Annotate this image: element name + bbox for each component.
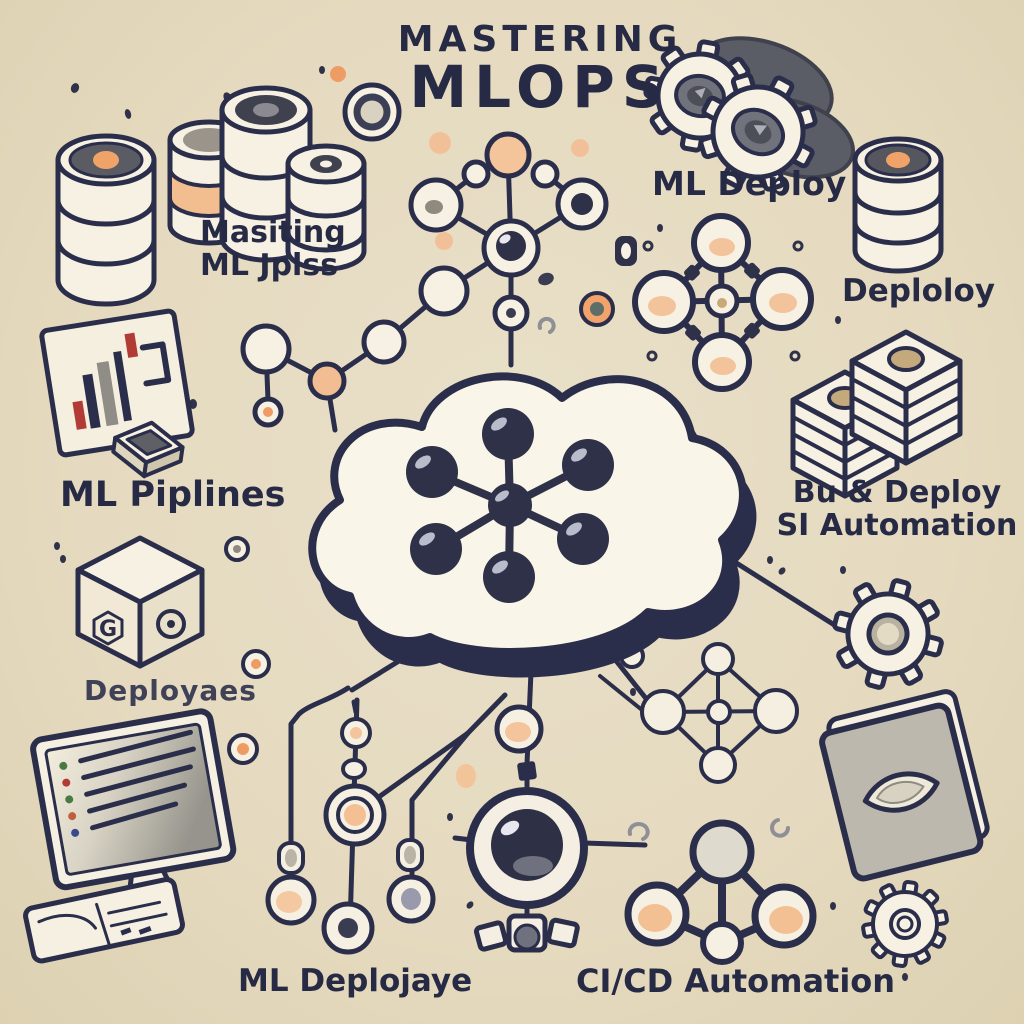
eye-bot-icon bbox=[466, 761, 588, 953]
label-masiting: Masiting ML Jplss bbox=[200, 215, 346, 283]
label-ml-piplines: ML Piplines bbox=[60, 475, 286, 515]
server-stacks-icon bbox=[790, 329, 963, 499]
label-ml-deploy: ML Deploy bbox=[652, 164, 847, 203]
bar-chart-board-icon bbox=[39, 308, 195, 479]
target-icon bbox=[330, 66, 402, 142]
page-title: MASTERING MLOPS bbox=[340, 20, 740, 119]
cloud-network-icon bbox=[308, 372, 757, 678]
interlocked-gears-icon bbox=[643, 36, 856, 192]
label-deployaes: Deployaes bbox=[84, 674, 257, 707]
swirl-decor bbox=[537, 316, 790, 841]
git-branch-icon bbox=[265, 685, 544, 955]
label-cicd-automation: CI/CD Automation bbox=[576, 962, 896, 1000]
network-graph-icon bbox=[240, 131, 609, 433]
database-cluster-icon bbox=[167, 85, 367, 272]
title-line-1: MASTERING bbox=[397, 19, 683, 60]
diamond-network-icon bbox=[632, 213, 814, 392]
cube-icon: G bbox=[75, 535, 205, 669]
gear-icon bbox=[832, 578, 944, 690]
folder-eye-icon bbox=[819, 689, 990, 882]
triangle-network-icon bbox=[624, 819, 817, 965]
peach-dots-decor bbox=[429, 132, 637, 327]
keyboard-icon bbox=[23, 876, 185, 964]
title-line-2: MLOPS bbox=[409, 52, 671, 121]
label-ml-deplojaye: ML Deplojaye bbox=[238, 963, 473, 999]
database-icon bbox=[852, 136, 944, 274]
small-gear-icon bbox=[861, 879, 949, 969]
code-monitor-icon bbox=[23, 708, 237, 964]
label-deploloy: Deploloy bbox=[842, 273, 996, 309]
small-diamond-network-icon bbox=[598, 642, 799, 784]
database-stack-icon bbox=[55, 133, 157, 307]
cube-letter: G bbox=[99, 617, 117, 642]
keycap-icon bbox=[111, 420, 185, 479]
label-build-deploy: Bu & Deploy SI Automation bbox=[776, 475, 1018, 543]
